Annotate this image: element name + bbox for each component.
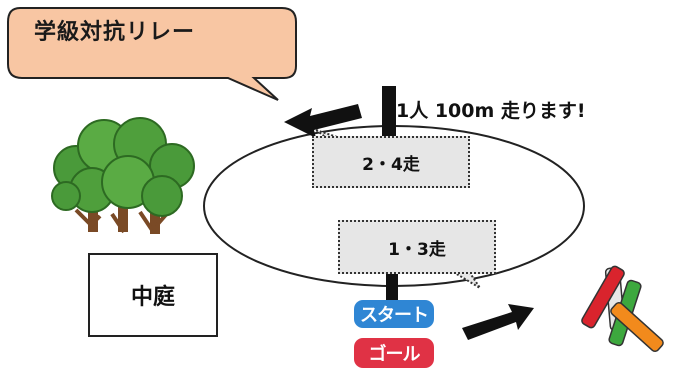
label-runners-2-4: 2・4走 bbox=[312, 136, 470, 188]
relay-batons-icon bbox=[581, 265, 664, 353]
label-runners-1-3-text: 1・3走 bbox=[388, 239, 446, 260]
label-runners-1-3: 1・3走 bbox=[338, 220, 496, 274]
goal-badge: ゴール bbox=[354, 338, 434, 368]
start-badge: スタート bbox=[354, 300, 434, 328]
speech-bubble-title: 学級対抗リレー bbox=[34, 20, 196, 45]
tree-icon bbox=[51, 117, 195, 234]
top-marker-post bbox=[382, 86, 396, 138]
speech-bubble-shape bbox=[7, 7, 297, 101]
start-label: スタート bbox=[360, 305, 429, 326]
label-runners-2-4-text: 2・4走 bbox=[362, 154, 420, 175]
arrow-right-icon bbox=[462, 304, 534, 340]
courtyard-label: 中庭 bbox=[130, 285, 175, 310]
goal-label: ゴール bbox=[368, 344, 421, 365]
courtyard-box: 中庭 bbox=[88, 253, 218, 337]
distance-note: 1人 100m 走ります! bbox=[396, 100, 586, 122]
bottom-marker-post bbox=[386, 272, 398, 302]
arrow-left-icon bbox=[284, 104, 362, 138]
